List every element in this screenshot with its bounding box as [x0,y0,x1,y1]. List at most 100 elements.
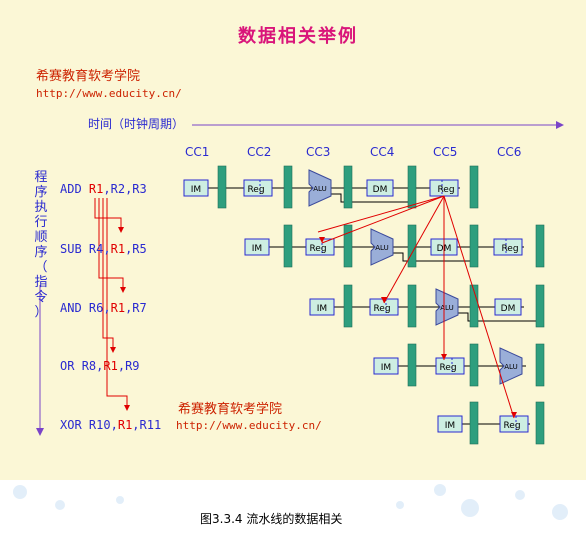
bottom-decoration [0,480,586,534]
dm-label: DM [373,185,388,195]
instruction-src: R3 [132,182,147,196]
hazard-forward-line [321,195,445,244]
dependency-lines [94,195,517,419]
order-axis-label: 程 序 执 行 顺 序 （ 指 令 ） [33,170,49,320]
diagram-background [0,0,586,480]
pipeline-register-bar [343,284,353,328]
alu-label: ALU [440,304,453,312]
bubble-decoration [434,484,446,496]
cycle-label: CC1 [185,145,210,159]
instruction-src: R1 [110,301,126,315]
instruction-op: AND [60,301,82,315]
pipeline-register-bar [469,224,479,268]
order-axis-char: 程 [34,170,48,185]
bubble-decoration [13,485,27,499]
instruction-src: R5 [132,242,147,256]
dm-label: DM [501,304,516,314]
reg-label: Reg [503,421,520,431]
pipeline-register-bar [469,343,479,387]
instruction-dst: R10 [88,418,111,432]
dependency-arrowhead [441,354,447,360]
instruction-or: OR R8,R1,R9 [60,359,140,373]
pipeline-register-bar [407,224,417,268]
instruction-op: ADD [60,182,82,196]
instruction-add: ADD R1,R2,R3 [60,182,147,196]
hazard-back-line [317,195,445,233]
instruction-dst: R1 [88,182,104,196]
pipeline-register-bar [407,165,417,209]
pipeline-register-bar [535,343,545,387]
cycle-label: CC4 [370,145,395,159]
pipeline-register-bar [469,165,479,209]
alu-label: ALU [313,185,326,193]
reg-box [243,179,273,197]
alu-shape [435,288,459,326]
footer-band [0,480,586,534]
order-axis-char: 指 [34,275,48,290]
source-dependency-line [106,198,128,410]
order-axis-char: ） [34,305,48,320]
im-label: IM [445,421,455,431]
instruction-src: R2 [110,182,126,196]
im-box [373,357,399,375]
pipeline-register-bar [343,165,353,209]
im-label: IM [317,304,327,314]
im-box [183,179,209,197]
reg-label: Reg [373,304,390,314]
dm-box [494,298,522,316]
reg-label: Reg [247,185,264,195]
dependency-arrowhead [381,297,387,303]
reg-label: Reg [439,363,456,373]
alu-shape [308,169,332,207]
cycle-label: CC5 [433,145,458,159]
page-title: 数据相关举例 [238,26,358,47]
dependency-arrowhead [124,405,130,411]
instruction-sub: SUB R4,R1,R5 [60,242,147,256]
hazard-forward-line [443,195,515,419]
pipeline-register-bar [407,343,417,387]
time-axis-arrowhead [556,121,564,129]
im-label: IM [381,363,391,373]
order-axis-char: 令 [34,290,48,305]
source-dependency-line [98,198,124,292]
bubble-decoration [515,490,525,500]
brand-url-mid[interactable]: http://www.educity.cn/ [176,419,322,432]
im-box [244,238,270,256]
figure-caption: 图3.3.4 流水线的数据相关 [200,512,343,526]
instruction-dst: R6 [88,301,104,315]
bubble-decoration [55,500,65,510]
instruction-op: OR [60,359,75,373]
pipeline-register-bar [217,165,227,209]
alu-shape [499,347,523,385]
pipeline-register-bar [535,224,545,268]
im-label: IM [252,244,262,254]
im-box [309,298,335,316]
pipeline-register-bar [283,224,293,268]
source-dependency-line [102,198,114,352]
order-axis-arrowhead [36,428,44,436]
pipeline-register-bar [283,165,293,209]
instruction-src: R11 [139,418,162,432]
dependency-arrowhead [120,287,126,293]
cycle-label: CC2 [247,145,272,159]
order-axis-char: 序 [34,185,48,200]
cycle-label: CC6 [497,145,522,159]
im-label: IM [191,185,201,195]
order-axis-char: 执 [34,200,48,215]
dependency-arrowhead [511,412,517,418]
instruction-xor: XOR R10,R1,R11 [60,418,162,432]
bubble-decoration [396,501,404,509]
pipeline-register-bar [469,284,479,328]
pipeline-register-bar [407,284,417,328]
bubble-decoration [552,504,568,520]
cycle-label: CC3 [306,145,331,159]
hazard-forward-line [383,195,445,304]
instruction-src: R1 [117,418,133,432]
brand-name-mid: 希赛教育软考学院 [178,402,283,417]
brand-url-top[interactable]: http://www.educity.cn/ [36,87,182,100]
brand-name-top: 希赛教育软考学院 [36,69,141,84]
order-axis-char: （ [34,260,48,275]
instruction-src: R1 [103,359,118,373]
